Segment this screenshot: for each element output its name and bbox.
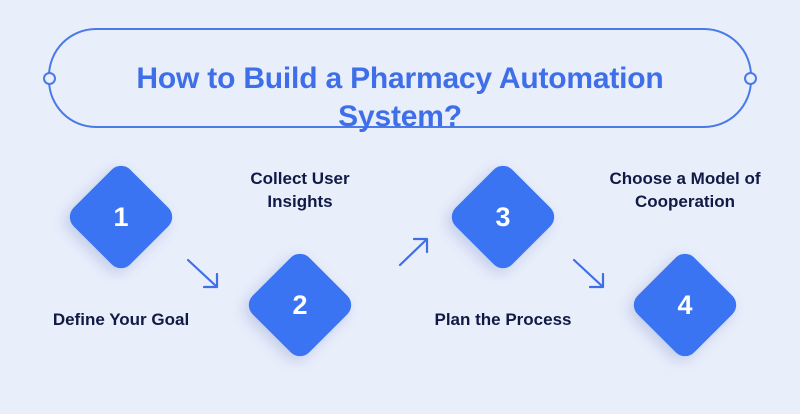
step-number-3: 3	[495, 201, 511, 232]
step-label-2: Collect User Insights	[250, 169, 350, 211]
step-label-1: Define Your Goal	[52, 310, 190, 329]
step-number-4: 4	[677, 289, 693, 320]
step-number-1: 1	[113, 201, 129, 232]
step-label-3: Plan the Process	[434, 310, 572, 329]
title-banner	[43, 28, 757, 128]
arrow-step-1-to-2	[186, 258, 228, 303]
banner-left-node-icon	[43, 71, 56, 85]
page-title: How to Build a Pharmacy Automation Syste…	[136, 62, 664, 134]
banner-right-node-icon	[744, 71, 757, 85]
arrow-step-3-to-4	[572, 258, 614, 303]
arrow-step-2-to-3	[398, 235, 440, 280]
step-label-4: Choose a Model of Cooperation	[609, 169, 761, 211]
step-number-2: 2	[292, 289, 308, 320]
